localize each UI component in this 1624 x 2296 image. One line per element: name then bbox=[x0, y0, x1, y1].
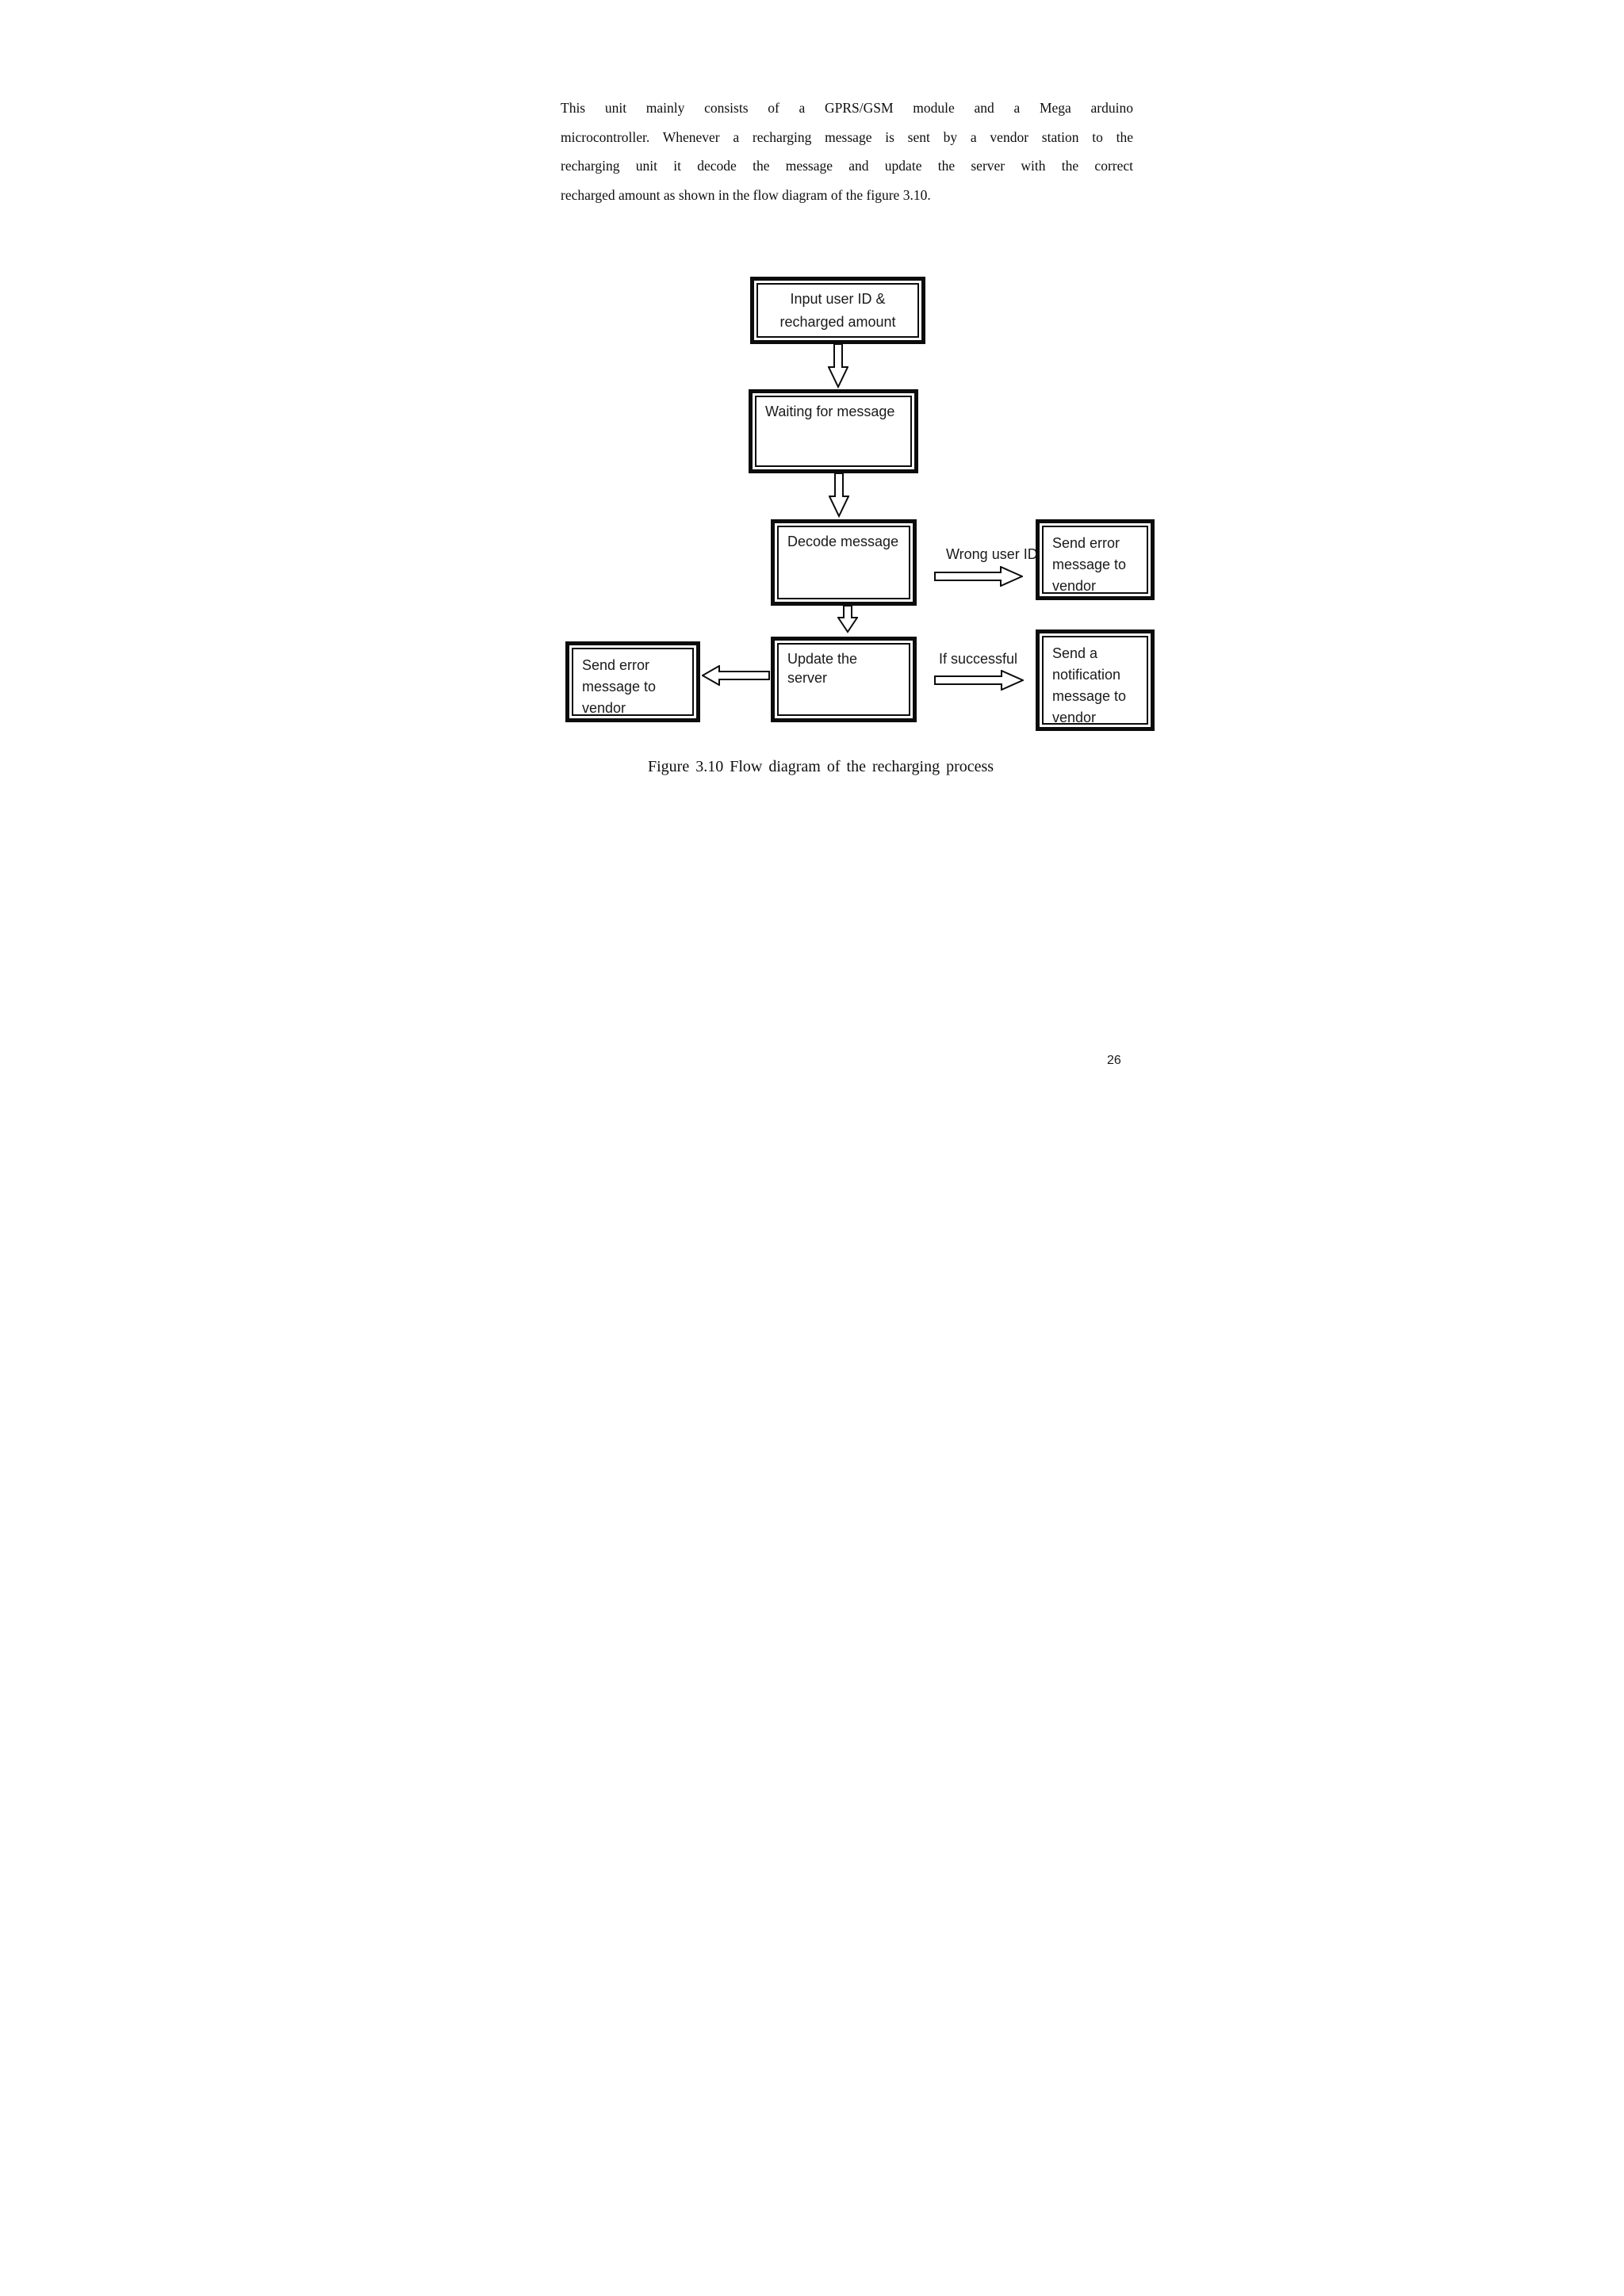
flow-arrow-down-icon bbox=[837, 605, 858, 633]
paragraph-line: recharged amount as shown in the flow di… bbox=[561, 186, 931, 203]
flow-node-waiting-for-message: Waiting for message bbox=[749, 389, 918, 473]
node-label-line: Send error bbox=[582, 657, 650, 673]
node-label-line: Send a bbox=[1052, 645, 1098, 661]
node-label-line: message to bbox=[1052, 688, 1127, 704]
flow-node-decode-message: Decode message bbox=[771, 519, 917, 606]
node-label-line: vendor bbox=[1052, 710, 1097, 725]
body-paragraph: This unit mainly consists of a GPRS/GSM … bbox=[561, 94, 1133, 209]
edge-label-wrong-user-id: Wrong user ID bbox=[946, 546, 1038, 562]
flow-arrow-down-icon bbox=[829, 473, 849, 518]
node-label: Update the server bbox=[787, 651, 858, 686]
flow-node-update-server: Update the server bbox=[771, 637, 917, 722]
node-label: Waiting for message bbox=[765, 404, 895, 419]
flow-node-send-error-left: Send error message to vendor bbox=[565, 641, 700, 722]
node-label-line: message to bbox=[582, 679, 657, 695]
node-label: Decode message bbox=[787, 534, 899, 549]
document-page: This unit mainly consists of a GPRS/GSM … bbox=[406, 0, 1218, 1148]
node-label-line: notification bbox=[1052, 667, 1121, 683]
flow-node-send-notification: Send a notification message to vendor bbox=[1036, 629, 1155, 731]
page-number: 26 bbox=[1107, 1054, 1121, 1067]
node-label-line: vendor bbox=[1052, 578, 1097, 594]
flow-node-input-user-id: Input user ID & recharged amount bbox=[750, 277, 925, 344]
flow-node-send-error-right: Send error message to vendor bbox=[1036, 519, 1155, 600]
flow-arrow-down-icon bbox=[828, 343, 848, 388]
edge-label-if-successful: If successful bbox=[939, 651, 1018, 667]
flow-arrow-right-icon bbox=[934, 670, 1024, 691]
flow-arrow-right-icon bbox=[934, 566, 1023, 587]
node-label-line: recharged amount bbox=[779, 313, 896, 330]
paragraph-line: microcontroller. Whenever a recharging m… bbox=[561, 128, 1133, 145]
paragraph-line: This unit mainly consists of a GPRS/GSM … bbox=[561, 100, 1133, 116]
flow-arrow-left-icon bbox=[702, 665, 770, 686]
node-label-line: Send error bbox=[1052, 535, 1120, 551]
node-label-line: vendor bbox=[582, 700, 626, 716]
figure-caption: Figure 3.10 Flow diagram of the rechargi… bbox=[648, 758, 994, 775]
node-label-line: message to bbox=[1052, 557, 1127, 572]
node-label-line: Input user ID & bbox=[790, 290, 886, 307]
paragraph-line: recharging unit it decode the message an… bbox=[561, 158, 1133, 174]
